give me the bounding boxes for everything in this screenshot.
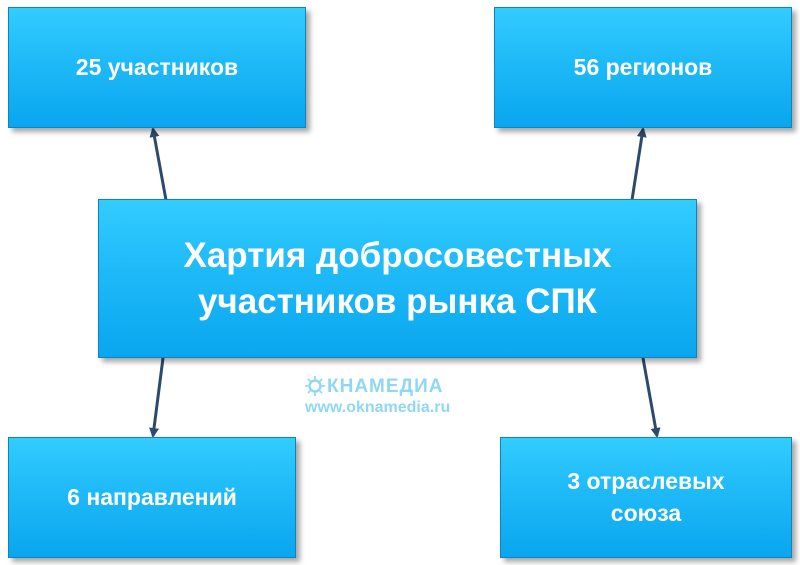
- directions-box: 6 направлений: [8, 437, 296, 558]
- watermark-url: www.oknamedia.ru: [305, 399, 451, 416]
- regions-box: 56 регионов: [494, 7, 792, 128]
- charter-box: Хартия добросовестных участников рынка С…: [98, 199, 697, 358]
- watermark-logo: КНАМЕДИА: [305, 376, 485, 396]
- arrow-to-participants: [149, 127, 168, 201]
- unions-box: 3 отраслевых союза: [500, 437, 792, 558]
- arrow-to-unions: [641, 357, 661, 438]
- arrow-to-directions: [149, 357, 165, 438]
- regions-label: 56 регионов: [573, 53, 713, 80]
- unions-label-line-1: 3 отраслевых: [567, 468, 725, 495]
- charter-title: Хартия добросовестных участников рынка С…: [183, 233, 611, 324]
- participants-label: 25 участников: [75, 53, 239, 80]
- watermark-logo-text: КНАМЕДИА: [327, 375, 444, 397]
- watermark: КНАМЕДИА www.oknamedia.ru: [305, 376, 485, 416]
- participants-box: 25 участников: [8, 7, 306, 128]
- unions-label-line-2: союза: [610, 499, 682, 526]
- sun-o-icon: [305, 376, 325, 396]
- charter-title-line-1: Хартия добросовестных: [183, 236, 612, 275]
- unions-label: 3 отраслевых союза: [567, 466, 724, 528]
- directions-label: 6 направлений: [67, 483, 237, 510]
- arrow-to-regions: [630, 127, 647, 201]
- charter-title-line-2: участников рынка СПК: [197, 281, 598, 321]
